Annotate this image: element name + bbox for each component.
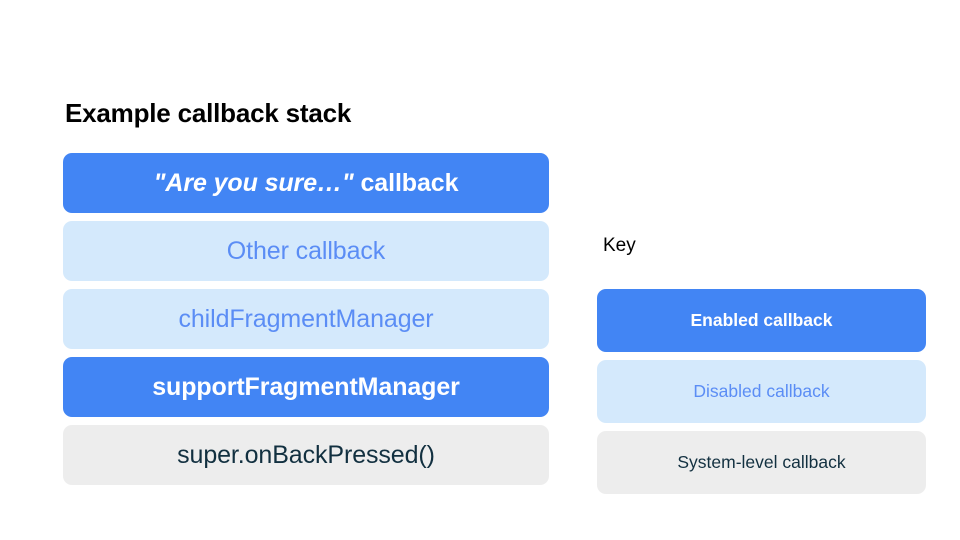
stack-item-are-you-sure-callback: "Are you sure…" callback — [63, 153, 549, 213]
key-section: Key Enabled callback Disabled callback S… — [597, 236, 926, 494]
key-item-disabled-callback: Disabled callback — [597, 360, 926, 423]
stack-item-label: childFragmentManager — [178, 304, 434, 333]
stack-item-label: supportFragmentManager — [152, 372, 460, 401]
key-list: Enabled callback Disabled callback Syste… — [597, 289, 926, 494]
callback-stack-list: "Are you sure…" callback Other callback … — [63, 153, 549, 485]
key-item-system-level-callback: System-level callback — [597, 431, 926, 494]
stack-item-support-fragment-manager: supportFragmentManager — [63, 357, 549, 417]
stack-item-child-fragment-manager: childFragmentManager — [63, 289, 549, 349]
stack-item-plain-text: callback — [353, 168, 459, 197]
stack-item-label: "Are you sure…" callback — [153, 168, 459, 197]
key-item-label: Disabled callback — [693, 380, 830, 401]
key-item-label: Enabled callback — [690, 309, 833, 330]
stack-item-other-callback: Other callback — [63, 221, 549, 281]
page-title: Example callback stack — [65, 98, 352, 128]
stack-item-label: super.onBackPressed() — [177, 440, 435, 469]
callback-stack-section: Example callback stack "Are you sure…" c… — [63, 100, 549, 485]
stack-item-quoted-text: "Are you sure…" — [153, 168, 354, 197]
key-item-label: System-level callback — [677, 451, 846, 472]
key-item-enabled-callback: Enabled callback — [597, 289, 926, 352]
stack-item-super-on-back-pressed: super.onBackPressed() — [63, 425, 549, 485]
key-title: Key — [603, 235, 636, 256]
stack-item-label: Other callback — [226, 236, 386, 265]
